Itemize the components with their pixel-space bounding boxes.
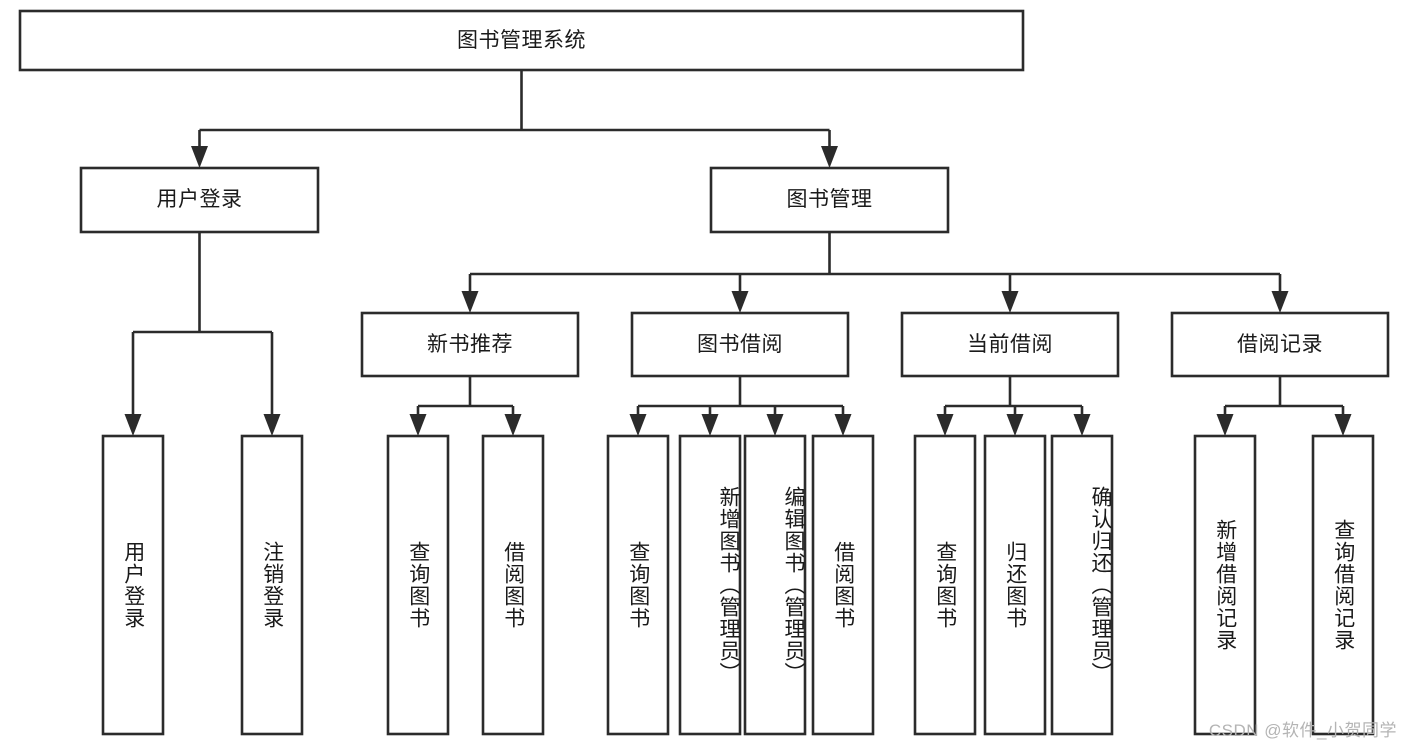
connector-book-borrow-to-leaves (629, 376, 852, 436)
node-box-user-login[interactable] (79, 166, 320, 234)
leaf-box-query-book-borrow[interactable] (606, 434, 670, 736)
node-box-new-book-recommend[interactable] (360, 311, 580, 378)
leaf-box-borrow-book[interactable] (811, 434, 875, 736)
leaf-box-confirm-return-admin[interactable] (1050, 434, 1114, 736)
connector-user-login-to-leaves (124, 232, 281, 436)
leaf-box-query-book-recommend[interactable] (386, 434, 450, 736)
leaf-box-user-login[interactable] (101, 434, 165, 736)
leaf-box-edit-book-admin[interactable] (743, 434, 807, 736)
watermark-text: CSDN @软件_小贺同学 (1208, 721, 1397, 740)
connector-new-book-recommend-to-leaves (409, 376, 522, 436)
node-box-book-borrow[interactable] (630, 311, 850, 378)
connector-current-borrow-to-leaves (936, 376, 1091, 436)
leaf-box-logout-login[interactable] (240, 434, 304, 736)
connector-borrow-record-to-leaves (1216, 376, 1352, 436)
leaf-box-add-borrow-record[interactable] (1193, 434, 1257, 736)
node-box-book-management[interactable] (709, 166, 950, 234)
leaf-box-query-book-current[interactable] (913, 434, 977, 736)
leaf-box-borrow-book-recommend[interactable] (481, 434, 545, 736)
leaf-box-add-book-admin[interactable] (678, 434, 742, 736)
leaf-box-return-book[interactable] (983, 434, 1047, 736)
connector-book-management-to-level3 (461, 232, 1289, 313)
node-box-borrow-record[interactable] (1170, 311, 1390, 378)
node-box-root[interactable] (18, 9, 1025, 72)
node-box-current-borrow[interactable] (900, 311, 1120, 378)
leaf-box-query-borrow-record[interactable] (1311, 434, 1375, 736)
connector-root-to-level2 (191, 70, 838, 168)
